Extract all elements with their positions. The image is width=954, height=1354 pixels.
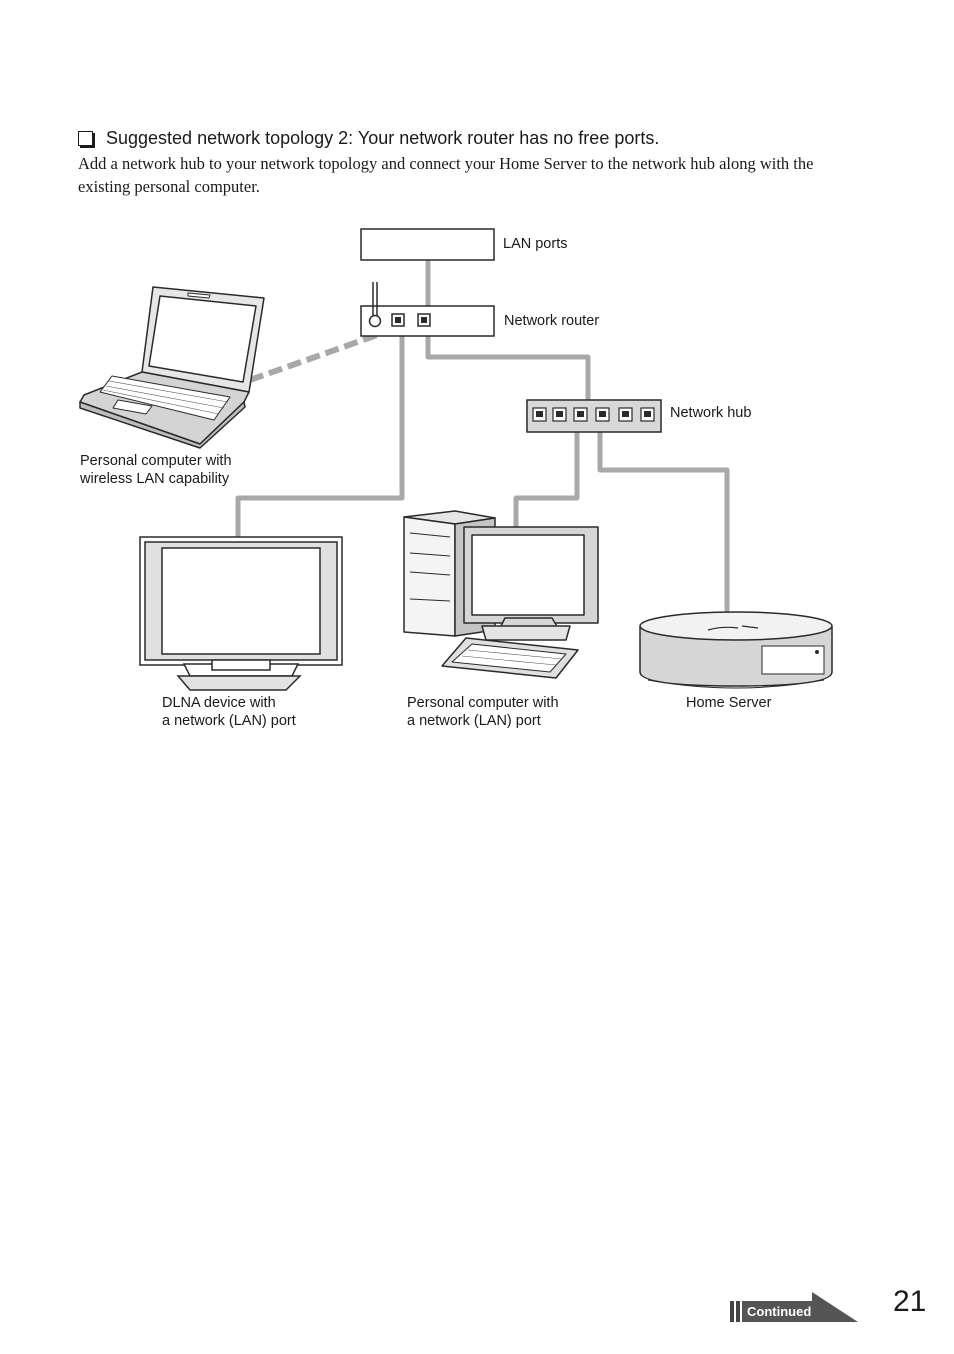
laptop-icon xyxy=(79,286,265,449)
page-number: 21 xyxy=(893,1285,927,1318)
label-laptop-line1: Personal computer with xyxy=(80,453,232,469)
intro-paragraph: Add a network hub to your network topolo… xyxy=(78,154,814,196)
cable-hub-server xyxy=(597,429,730,625)
wireless-link xyxy=(248,331,382,383)
network-router-icon xyxy=(360,282,495,337)
checkbox-icon xyxy=(78,131,93,146)
label-desktop-pc: Personal computer with a network (LAN) p… xyxy=(407,694,559,730)
continued-label: Continued xyxy=(747,1304,812,1319)
label-dlna-line2: a network (LAN) port xyxy=(162,713,296,729)
desktop-pc-icon xyxy=(403,510,599,679)
section-heading: Suggested network topology 2: Your netwo… xyxy=(78,128,659,149)
cable-router-hub xyxy=(425,333,591,403)
label-network-router: Network router xyxy=(504,313,600,329)
label-home-server: Home Server xyxy=(686,695,772,711)
label-laptop: Personal computer with wireless LAN capa… xyxy=(80,452,232,488)
cable-router-dlna xyxy=(235,333,405,541)
label-dlna-line1: DLNA device with xyxy=(162,695,276,711)
home-server-icon xyxy=(639,611,833,689)
label-lan-ports: LAN ports xyxy=(503,236,568,252)
label-desktop-line2: a network (LAN) port xyxy=(407,713,541,729)
label-laptop-line2: wireless LAN capability xyxy=(80,471,230,487)
label-desktop-line1: Personal computer with xyxy=(407,695,559,711)
network-hub-icon xyxy=(526,399,662,433)
lan-ports-box xyxy=(360,228,495,261)
label-network-hub: Network hub xyxy=(670,405,752,421)
section-title: Suggested network topology 2: Your netwo… xyxy=(106,128,660,148)
cable-hub-desktop xyxy=(513,429,580,531)
label-dlna-device: DLNA device with a network (LAN) port xyxy=(162,694,296,730)
dlna-tv-icon xyxy=(139,536,343,691)
network-diagram xyxy=(79,228,833,691)
continued-badge xyxy=(730,1292,858,1322)
cables xyxy=(235,259,730,625)
